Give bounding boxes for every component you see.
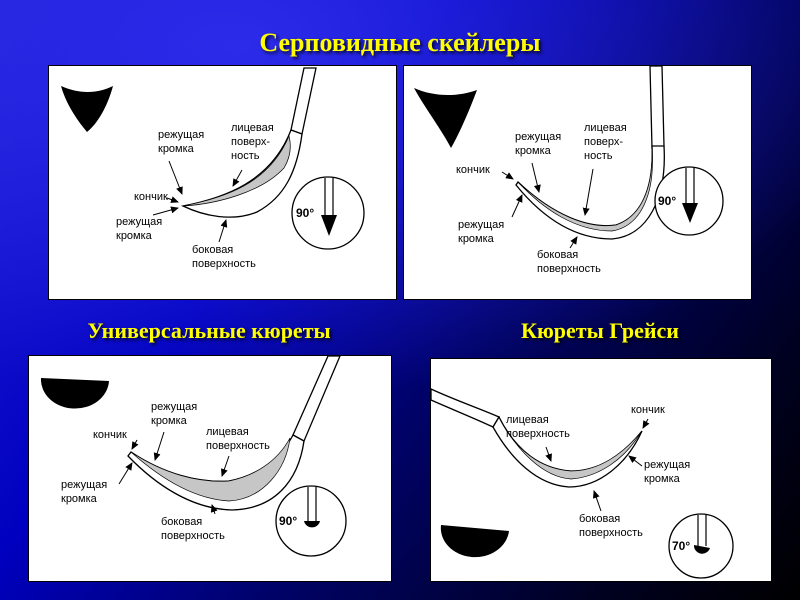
label-facial-surface: лицевая поверх- ность — [584, 122, 627, 162]
label-cutting-edge-bottom: режущая кромка — [61, 479, 108, 505]
label-facial-surface: лицевая поверхность — [506, 414, 570, 440]
tooth-shape — [414, 88, 477, 148]
label-cutting-edge: режущая кромка — [644, 459, 691, 485]
callout-arrows — [152, 160, 243, 243]
label-facial-surface: лицевая поверхность — [206, 426, 270, 452]
label-angle-90: 90° — [658, 194, 677, 208]
heading-universal-curettes: Универсальные кюреты — [87, 318, 331, 343]
angle-inset-circle — [654, 166, 724, 236]
panel-sickle-scaler-right: режущая кромка лицевая поверх- ность кон… — [403, 65, 752, 300]
label-angle-90: 90° — [296, 206, 315, 220]
label-cutting-edge-top: режущая кромка — [515, 131, 562, 157]
label-cutting-edge-top: режущая кромка — [158, 129, 205, 155]
sickle-scaler-right-diagram — [414, 66, 724, 249]
panel-gracey-curette: лицевая поверхность кончик режущая кромк… — [430, 358, 772, 582]
instrument-shank — [649, 66, 665, 149]
label-cutting-edge-bottom: режущая кромка — [458, 219, 505, 245]
tooth-shape — [440, 525, 509, 558]
facial-surface-shading — [182, 134, 291, 207]
universal-curette-diagram — [40, 356, 347, 557]
rounded-cross-section — [693, 545, 710, 554]
label-tip: кончик — [456, 164, 490, 176]
sickle-scaler-left-diagram — [61, 67, 365, 250]
pointed-cross-section — [682, 203, 698, 223]
heading-gracey-curettes: Кюреты Грейси — [521, 318, 679, 343]
label-lateral-surface: боковая поверхность — [579, 513, 643, 539]
tooth-shape — [61, 86, 113, 132]
rounded-cross-section — [304, 521, 320, 528]
slide-title: Серповидные скейлеры — [259, 28, 541, 57]
callout-arrows — [118, 431, 230, 515]
label-cutting-edge-bottom: режущая кромка — [116, 216, 163, 242]
label-lateral-surface: боковая поверхность — [161, 516, 225, 542]
gracey-curette-diagram — [431, 388, 734, 579]
instrument-shank — [431, 388, 500, 428]
label-angle-70: 70° — [672, 539, 691, 553]
label-tip: кончик — [134, 191, 168, 203]
label-facial-surface: лицевая поверх- ность — [231, 122, 274, 162]
tooth-shape — [40, 378, 110, 409]
callout-arrows — [545, 418, 650, 512]
callout-arrows — [501, 162, 594, 249]
label-cutting-edge-top: режущая кромка — [151, 401, 198, 427]
facial-surface-shading — [517, 149, 653, 232]
facial-surface-shading — [130, 437, 291, 502]
label-tip: кончик — [631, 404, 665, 416]
facial-surface-shading — [498, 416, 642, 480]
panel-universal-curette: режущая кромка кончик лицевая поверхност… — [28, 355, 392, 582]
label-lateral-surface: боковая поверхность — [192, 244, 256, 270]
label-tip: кончик — [93, 429, 127, 441]
instrument-shank — [292, 356, 341, 442]
panel-sickle-scaler-left: режущая кромка лицевая поверх- ность кон… — [48, 65, 397, 300]
angle-inset-circle — [291, 176, 365, 250]
angle-inset-circle — [668, 513, 734, 579]
label-angle-90: 90° — [279, 514, 298, 528]
pointed-cross-section — [321, 215, 337, 236]
label-lateral-surface: боковая поверхность — [537, 249, 601, 275]
instrument-shank — [290, 67, 317, 135]
instrument-blade — [180, 129, 303, 218]
